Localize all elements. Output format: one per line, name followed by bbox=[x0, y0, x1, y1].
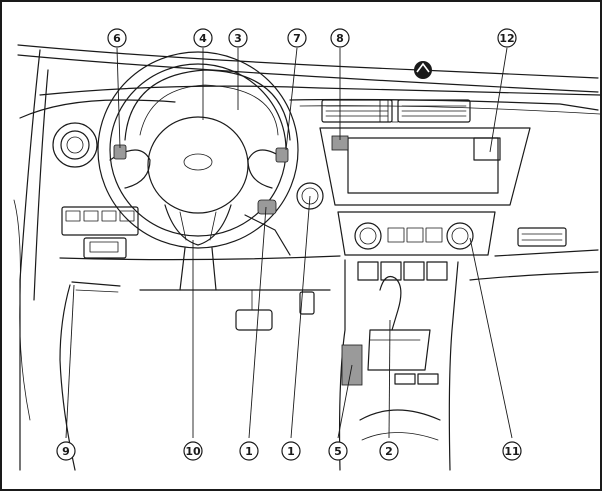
callout-label: 11 bbox=[504, 445, 519, 458]
callout-c8: 8 bbox=[330, 28, 350, 48]
steering-column bbox=[139, 247, 331, 291]
callout-c7: 7 bbox=[287, 28, 307, 48]
callout-c5: 5 bbox=[328, 441, 348, 461]
callout-label: 5 bbox=[334, 445, 342, 458]
callout-c1a: 1 bbox=[239, 441, 259, 461]
callout-label: 8 bbox=[336, 32, 344, 45]
lower-dash bbox=[59, 249, 599, 281]
callout-label: 6 bbox=[113, 32, 121, 45]
callout-label: 10 bbox=[185, 445, 201, 458]
callout-label: 7 bbox=[293, 32, 301, 45]
callout-label: 1 bbox=[287, 445, 295, 458]
left-air-vent bbox=[52, 122, 98, 168]
callout-label: 2 bbox=[385, 445, 393, 458]
callout-label: 4 bbox=[199, 32, 207, 45]
instrument-cluster-hood bbox=[124, 69, 291, 141]
callout-circle bbox=[502, 441, 522, 461]
callout-c10: 10 bbox=[183, 441, 203, 461]
leader-lines bbox=[65, 47, 513, 439]
callout-circle bbox=[56, 441, 76, 461]
callout-label: 1 bbox=[245, 445, 253, 458]
callout-circle bbox=[328, 441, 348, 461]
callout-label: 9 bbox=[62, 445, 70, 458]
callout-label: 3 bbox=[234, 32, 242, 45]
callout-c9: 9 bbox=[56, 441, 76, 461]
logo-mark bbox=[414, 61, 432, 79]
callout-circle bbox=[330, 28, 350, 48]
callout-circle bbox=[183, 441, 203, 461]
climate-control-panel bbox=[337, 211, 567, 256]
center-vents bbox=[321, 99, 471, 123]
left-door bbox=[13, 49, 76, 471]
callout-circle bbox=[497, 28, 517, 48]
callout-circle bbox=[379, 441, 399, 461]
callout-circle bbox=[239, 441, 259, 461]
multimedia-display bbox=[319, 127, 531, 206]
callout-circle bbox=[107, 28, 127, 48]
left-switch-panel bbox=[61, 206, 139, 293]
callout-circle bbox=[287, 28, 307, 48]
callout-c3: 3 bbox=[228, 28, 248, 48]
callout-c12: 12 bbox=[497, 28, 517, 48]
callout-c6: 6 bbox=[107, 28, 127, 48]
callout-label: 12 bbox=[499, 32, 514, 45]
callout-c1b: 1 bbox=[281, 441, 301, 461]
callout-circle bbox=[281, 441, 301, 461]
callout-circle bbox=[228, 28, 248, 48]
callout-c4: 4 bbox=[193, 28, 213, 48]
callout-c11: 11 bbox=[502, 441, 522, 461]
ignition-area bbox=[244, 182, 324, 256]
callout-circle bbox=[193, 28, 213, 48]
pedals bbox=[235, 289, 315, 331]
callout-c2: 2 bbox=[379, 441, 399, 461]
